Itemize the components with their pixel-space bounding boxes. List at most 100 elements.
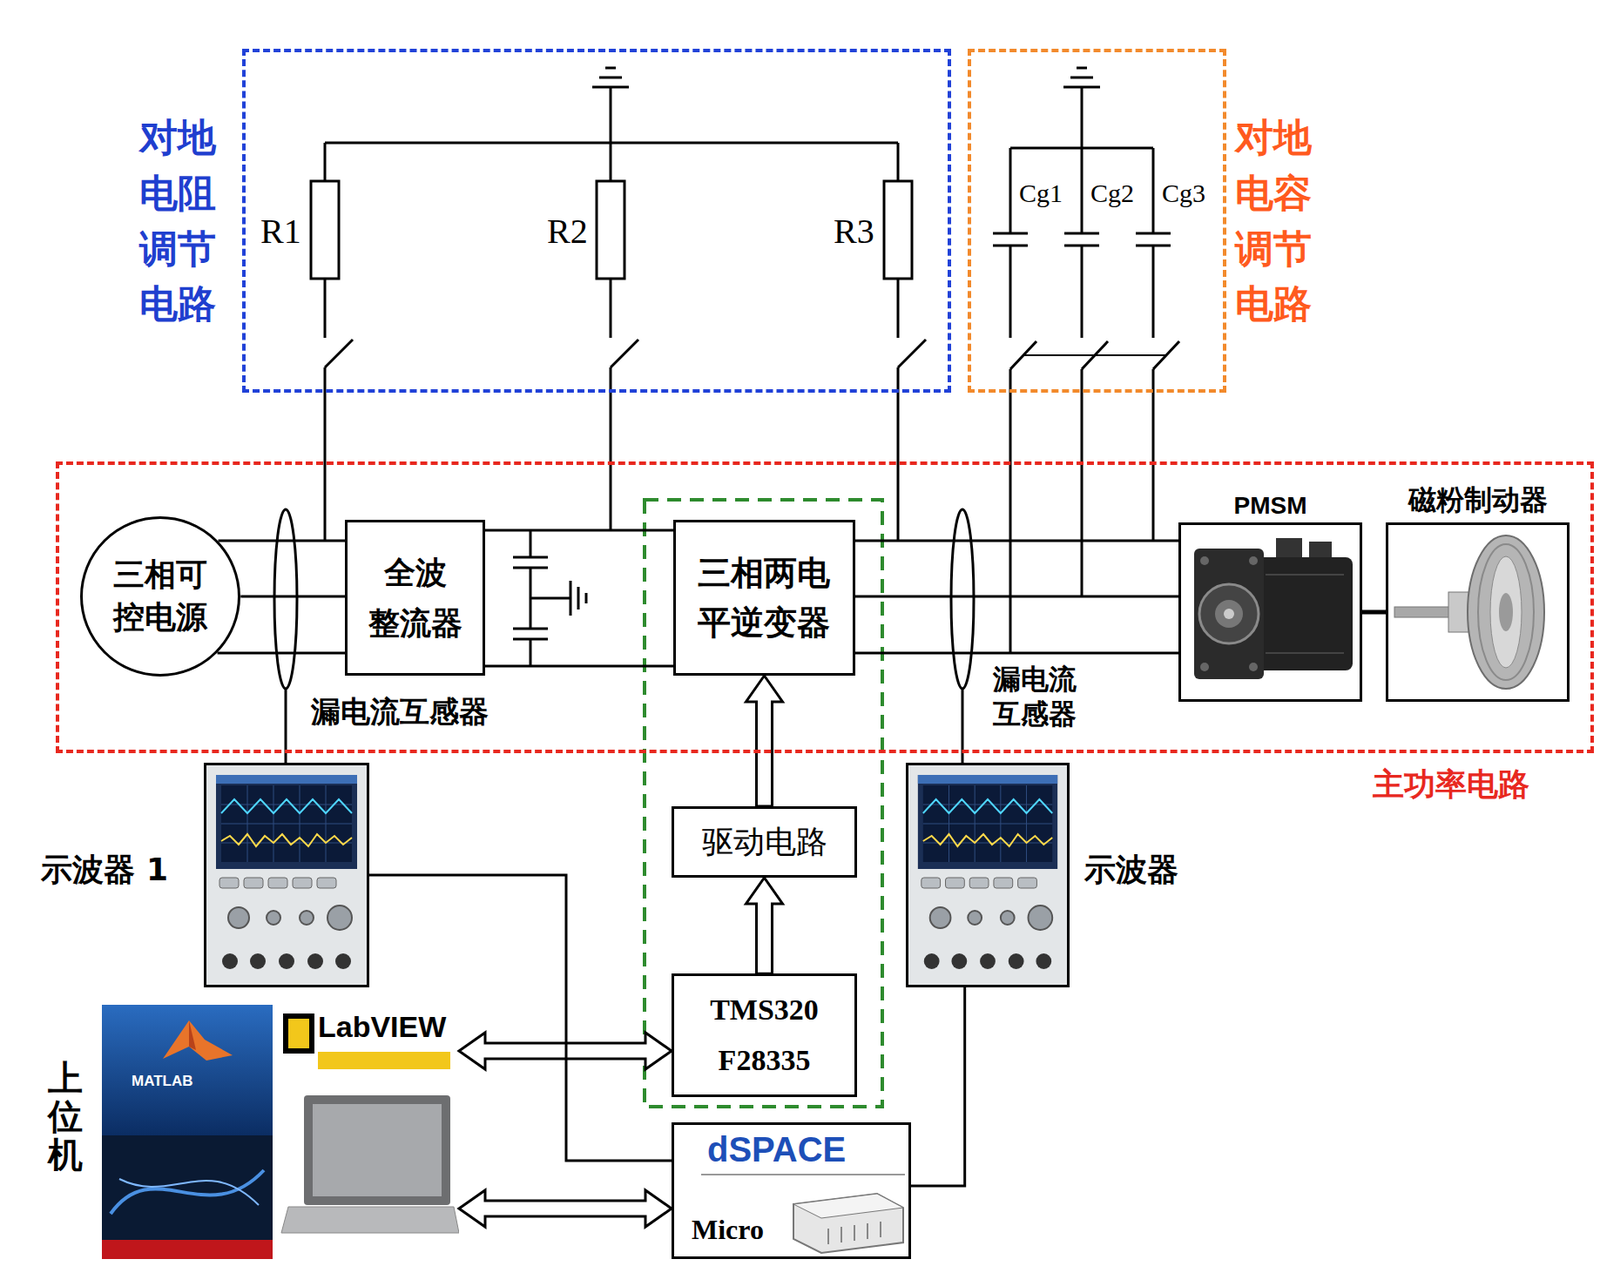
dspace-device-picture bbox=[840, 1227, 843, 1243]
capacitor-network bbox=[1064, 232, 1100, 236]
oscilloscope-picture bbox=[1018, 877, 1038, 889]
resistor-network bbox=[605, 67, 616, 70]
brake-picture bbox=[1394, 607, 1456, 618]
node-text: 三相两电 平逆变器 bbox=[696, 548, 833, 649]
oscilloscope-picture bbox=[923, 834, 1053, 847]
wire bbox=[855, 652, 1179, 655]
resistor-network bbox=[599, 76, 622, 80]
node-text: 全波 整流器 bbox=[366, 547, 465, 649]
capacitor-network bbox=[1023, 354, 1167, 357]
node-text: 三相可 控电源 bbox=[111, 553, 210, 639]
hollow-arrow bbox=[746, 675, 784, 807]
oscilloscope-picture bbox=[1008, 953, 1025, 970]
oscilloscope-picture bbox=[923, 785, 1053, 863]
oscilloscope-picture bbox=[327, 905, 352, 931]
wire bbox=[485, 529, 674, 533]
dspace-device-picture bbox=[879, 1221, 882, 1238]
capacitor-network bbox=[1070, 76, 1094, 80]
capacitor-network bbox=[1080, 148, 1084, 234]
oscilloscope-box: 示波器 bbox=[905, 762, 1070, 988]
oscilloscope-picture bbox=[228, 905, 352, 931]
capacitor-label: Cg3 bbox=[1161, 178, 1206, 209]
host-pc-picture bbox=[317, 1052, 451, 1070]
resistor-network bbox=[610, 339, 639, 368]
resistor-network bbox=[324, 367, 327, 541]
oscilloscope-picture bbox=[219, 877, 337, 889]
oscilloscope-picture bbox=[923, 799, 1053, 814]
dc-link-capacitors bbox=[585, 593, 588, 604]
dc-link-capacitors bbox=[569, 580, 573, 616]
oscilloscope-picture bbox=[951, 953, 967, 970]
oscilloscope-picture bbox=[923, 804, 1053, 806]
resistor-label: R1 bbox=[260, 210, 302, 252]
dspace-device-picture bbox=[853, 1225, 856, 1242]
oscilloscope-picture bbox=[905, 762, 1070, 988]
host-pc-picture bbox=[283, 1013, 315, 1054]
dc-link-capacitors bbox=[577, 587, 581, 610]
resistor-network bbox=[609, 278, 613, 338]
node-text: 对地 电阻 调节 电路 bbox=[139, 109, 228, 332]
node-text: PMSM bbox=[1181, 492, 1360, 520]
current-transformer bbox=[274, 509, 298, 689]
oscilloscope-picture bbox=[219, 877, 239, 889]
node-text: 对地 电容 调节 电路 bbox=[1235, 109, 1324, 332]
rectifier-box: 全波 整流器 bbox=[344, 519, 486, 676]
host-pc-picture bbox=[303, 1095, 451, 1206]
motor-picture bbox=[1178, 522, 1363, 703]
resistor-network bbox=[897, 142, 900, 182]
capacitor-network bbox=[1009, 148, 1013, 234]
sensor-label: 漏电流互感器 bbox=[310, 692, 489, 733]
connector bbox=[911, 987, 966, 1187]
motor-picture bbox=[1194, 548, 1264, 680]
capacitor-network bbox=[1009, 245, 1013, 338]
capacitor-network bbox=[1135, 232, 1171, 236]
oscilloscope-picture bbox=[203, 762, 370, 988]
node-text: LabVIEW bbox=[317, 1010, 446, 1045]
motor-picture bbox=[1248, 662, 1258, 672]
connector bbox=[855, 540, 1179, 654]
wire bbox=[855, 595, 1179, 599]
oscilloscope-picture bbox=[979, 953, 996, 970]
oscilloscope-picture bbox=[930, 905, 1054, 931]
dspace-device-picture bbox=[828, 1221, 881, 1245]
oscilloscope-picture bbox=[905, 762, 1070, 988]
host-pc-picture bbox=[162, 1020, 233, 1061]
oscilloscope-picture bbox=[216, 775, 358, 784]
oscilloscope-picture bbox=[335, 953, 352, 970]
host-pc-picture bbox=[312, 1104, 442, 1197]
oscilloscope-picture bbox=[924, 953, 940, 970]
current-transformer bbox=[951, 509, 974, 689]
wire bbox=[485, 665, 674, 669]
capacitor-network bbox=[1076, 67, 1087, 70]
signal-wire bbox=[911, 987, 966, 1187]
wire bbox=[1362, 610, 1386, 615]
oscilloscope-picture bbox=[278, 953, 295, 970]
connector bbox=[459, 1190, 672, 1228]
main-power-region: 主功率电路三相可 控电源全波 整流器三相两电 平逆变器PMSM磁粉制动器 bbox=[55, 461, 1594, 754]
oscilloscope-picture bbox=[945, 877, 966, 889]
capacitor-network bbox=[1152, 245, 1155, 338]
oscilloscope-picture bbox=[292, 877, 312, 889]
capacitor-network bbox=[992, 232, 1028, 236]
resistor-network bbox=[884, 181, 912, 279]
motor-picture bbox=[1200, 662, 1209, 672]
oscilloscope-picture bbox=[993, 877, 1013, 889]
oscilloscope-picture bbox=[221, 823, 352, 825]
dc-link-capacitors bbox=[529, 639, 533, 667]
oscilloscope-picture bbox=[969, 877, 989, 889]
oscilloscope-picture bbox=[923, 785, 1053, 863]
host-pc-picture bbox=[101, 1240, 273, 1260]
dspace-device-picture bbox=[866, 1223, 869, 1240]
host-pc-picture bbox=[101, 1005, 460, 1260]
motor-picture bbox=[1223, 608, 1235, 620]
host-pc-picture bbox=[189, 1020, 196, 1051]
dspace-device-picture bbox=[701, 1174, 905, 1176]
node-text: dSPACE bbox=[707, 1130, 846, 1170]
oscilloscope-picture bbox=[266, 911, 281, 925]
oscilloscope-picture bbox=[243, 877, 264, 889]
oscilloscope-picture bbox=[317, 877, 337, 889]
ground-capacitor-region: 对地 电容 调节 电路 bbox=[967, 48, 1227, 393]
oscilloscope-picture bbox=[930, 907, 952, 929]
resistor-network bbox=[897, 339, 926, 368]
